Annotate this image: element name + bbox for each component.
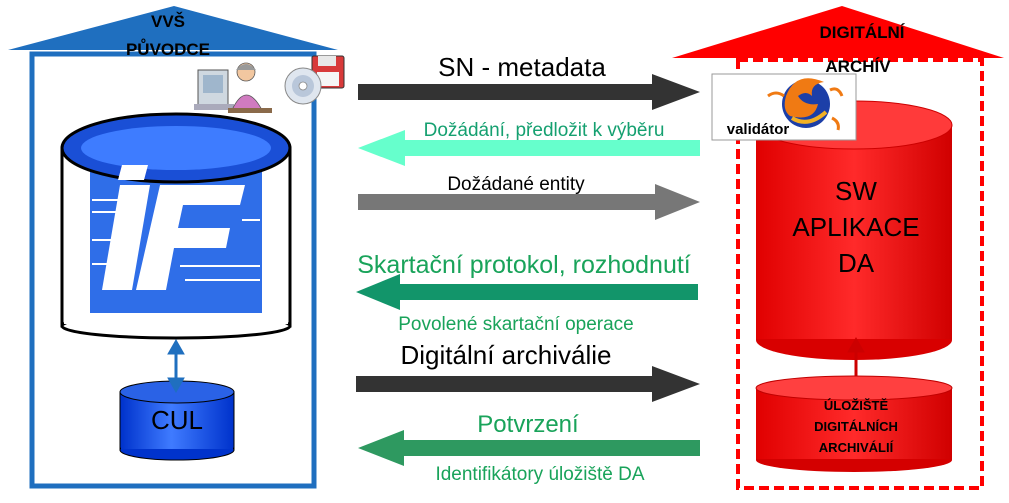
flow-5: Digitální archiválie: [356, 340, 700, 402]
validator-label: validátor: [727, 121, 790, 138]
sw-app-line-2: APLIKACE: [792, 212, 919, 242]
flow-label-6: Potvrzení: [477, 411, 579, 438]
right-house-roof: [672, 6, 1004, 58]
right-house-title-2: ARCHÍV: [825, 57, 891, 76]
right-house: DIGITÁLNÍ ARCHÍV: [672, 6, 1004, 490]
computer-user-icon: [194, 62, 272, 113]
flow-label-3: Dožádané entity: [447, 174, 585, 195]
cul-label: CUL: [151, 405, 203, 435]
flow-arrow-5: [356, 366, 700, 402]
left-house-title-2: PŮVODCE: [126, 39, 210, 59]
flow-label-1: SN - metadata: [438, 52, 606, 82]
flow-1: SN - metadata: [358, 52, 700, 110]
cul-database: CUL: [119, 380, 235, 461]
flow-3: Dožádané entity: [358, 174, 700, 220]
storage-line-3: ARCHIVÁLIÍ: [819, 440, 894, 455]
storage-line-2: DIGITÁLNÍCH: [814, 419, 898, 434]
flow-label-4: Skartační protokol, rozhodnutí: [357, 251, 691, 279]
flow-label-2: Dožádání, předložit k výběru: [424, 120, 665, 141]
left-connector-arrow: [167, 338, 185, 394]
right-house-wall: [736, 58, 984, 490]
cd-disc-icon: [284, 67, 322, 105]
left-house-wall: [29, 51, 317, 489]
right-house-title-1: DIGITÁLNÍ: [820, 23, 906, 42]
flow-4: Skartační protokol, rozhodnutí Povolené …: [356, 251, 698, 335]
if-logo-icon: [92, 165, 260, 290]
flow-sublabel-4: Povolené skartační operace: [398, 314, 634, 335]
left-house-roof: [8, 6, 338, 50]
flow-arrow-3: [358, 184, 700, 220]
flow-arrow-1: [358, 74, 700, 110]
flow-arrow-4: [356, 274, 698, 310]
flow-6: Potvrzení Identifikátory úložiště DA: [358, 411, 700, 485]
storage-database: ÚLOŽIŠTĚ DIGITÁLNÍCH ARCHIVÁLIÍ: [755, 375, 953, 472]
if-database: [60, 112, 292, 340]
sw-app-line-3: DA: [838, 248, 875, 278]
flow-arrow-6: [358, 430, 700, 466]
storage-line-1: ÚLOŽIŠTĚ: [824, 398, 889, 413]
left-house: VVŠ PŮVODCE: [8, 6, 338, 489]
sw-app-line-1: SW: [835, 176, 877, 206]
sw-application-database: SW APLIKACE DA: [755, 100, 953, 360]
flow-2: Dožádání, předložit k výběru: [358, 120, 700, 166]
validator-box: validátor: [711, 73, 857, 141]
firefox-icon: [767, 78, 844, 131]
flow-sublabel-6: Identifikátory úložiště DA: [435, 464, 644, 485]
flow-arrow-2: [358, 130, 700, 166]
flow-label-5: Digitální archiválie: [401, 340, 612, 370]
left-house-title-1: VVŠ: [151, 12, 185, 31]
